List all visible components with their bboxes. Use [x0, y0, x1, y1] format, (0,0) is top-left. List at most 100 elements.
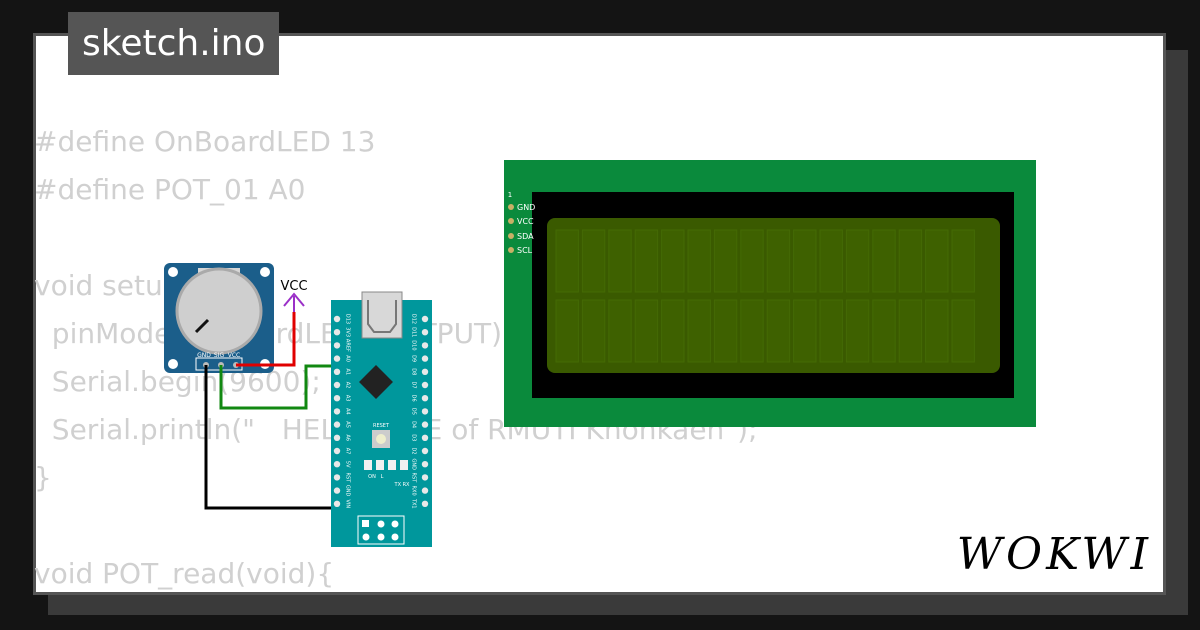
lcd-cell — [608, 299, 632, 363]
potentiometer[interactable]: GND SIG VCC — [164, 263, 274, 373]
nano-pin[interactable] — [421, 342, 429, 349]
nano-pin[interactable] — [421, 381, 429, 389]
lcd-pin-gnd[interactable] — [508, 204, 514, 210]
nano-pin-label: D2 — [411, 447, 417, 454]
nano-pin[interactable] — [421, 421, 429, 428]
nano-pin[interactable] — [421, 461, 429, 468]
nano-pin[interactable] — [333, 342, 341, 349]
lcd-cell — [898, 229, 923, 293]
nano-pin[interactable] — [421, 408, 429, 415]
nano-pin[interactable] — [333, 487, 341, 494]
lcd-cell — [713, 299, 738, 363]
mount-hole — [168, 267, 178, 277]
pin-label-gnd: GND — [197, 352, 211, 359]
code-line: } — [34, 461, 52, 494]
nano-pin[interactable] — [333, 329, 341, 336]
lcd-cell — [581, 299, 606, 363]
lcd-header-pin-label: 1 — [508, 191, 512, 199]
lcd-cell — [687, 299, 711, 363]
led-tx — [388, 460, 396, 470]
lcd-cell — [872, 229, 896, 293]
led-on — [364, 460, 372, 470]
nano-pin-label: GND — [345, 485, 351, 497]
reset-button-cap[interactable] — [376, 434, 386, 444]
nano-pin[interactable] — [333, 434, 341, 441]
nano-pin[interactable] — [421, 329, 429, 336]
icsp-pin — [377, 520, 385, 528]
mcu-chip — [359, 365, 393, 399]
vcc-label: VCC — [280, 279, 307, 294]
arduino-board — [331, 300, 432, 547]
nano-pin[interactable] — [333, 447, 341, 455]
code-line: #define POT_01 A0 — [34, 173, 306, 206]
nano-pin[interactable] — [421, 368, 429, 375]
nano-pin-label: A0 — [345, 355, 351, 362]
wire-green-signal[interactable] — [219, 364, 336, 410]
nano-pin-label: D13 — [345, 314, 351, 324]
lcd-display[interactable]: 1 GND VCC SDA SCL — [504, 160, 1036, 427]
nano-pin-label: D9 — [411, 355, 417, 362]
lcd-cell — [925, 299, 949, 363]
nano-pin[interactable] — [333, 461, 341, 468]
nano-pin-label: A3 — [345, 395, 351, 402]
pin-label-vcc: VCC — [228, 352, 240, 359]
wire-black-ground[interactable] — [204, 365, 336, 510]
lcd-pin-label-scl: SCL — [517, 246, 533, 255]
nano-pin[interactable] — [333, 474, 341, 481]
arduino-nano[interactable]: RESET ON L TX RX D133V3AREFA0A1A2A3A4A5A… — [331, 291, 432, 547]
lcd-cell — [845, 299, 870, 363]
lcd-pin-vcc[interactable] — [508, 218, 514, 224]
nano-pin[interactable] — [333, 315, 341, 323]
nano-pin[interactable] — [333, 381, 341, 389]
icsp-pin — [362, 520, 369, 527]
nano-pin[interactable] — [421, 500, 429, 507]
nano-pin-label: 5V — [345, 461, 351, 468]
nano-pin-label: D4 — [411, 421, 417, 428]
nano-pin[interactable] — [421, 315, 429, 323]
wire-red-vcc[interactable] — [236, 312, 296, 367]
nano-pin[interactable] — [333, 355, 341, 362]
reset-label: RESET — [373, 423, 390, 429]
knob-indicator — [194, 318, 210, 334]
lcd-cell — [898, 299, 923, 363]
code-line: void POT_read(void){ — [34, 557, 335, 590]
nano-pin-label: D7 — [411, 381, 417, 388]
nano-pin[interactable] — [421, 487, 429, 494]
nano-pin-label: D10 — [411, 340, 417, 350]
nano-pin[interactable] — [421, 355, 429, 362]
lcd-pin-sda[interactable] — [508, 233, 514, 239]
lcd-cell — [925, 229, 949, 293]
nano-pin-label: AREF — [345, 339, 351, 352]
nano-pin[interactable] — [333, 408, 341, 415]
nano-pin[interactable] — [421, 395, 429, 402]
lcd-pin-label-sda: SDA — [517, 232, 534, 241]
nano-pin[interactable] — [333, 368, 341, 375]
lcd-cell — [766, 229, 791, 293]
lcd-cell — [793, 229, 817, 293]
lcd-cell — [845, 229, 870, 293]
nano-pin-label: GND — [411, 458, 417, 470]
lcd-cell — [687, 229, 711, 293]
lcd-cell — [608, 229, 632, 293]
nano-pin[interactable] — [421, 447, 429, 455]
led-label-on: ON — [368, 474, 376, 480]
nano-pin-label: RST — [345, 473, 351, 484]
lcd-pin-scl[interactable] — [508, 247, 514, 253]
nano-pin[interactable] — [333, 395, 341, 402]
led-rx — [400, 460, 408, 470]
nano-pin-label: D11 — [411, 327, 417, 337]
lcd-cell — [555, 299, 579, 363]
nano-pin[interactable] — [421, 434, 429, 441]
nano-pin[interactable] — [333, 500, 341, 507]
lcd-cell — [872, 299, 896, 363]
nano-pin-label: D5 — [411, 408, 417, 415]
vcc-arrow-icon — [283, 292, 305, 312]
nano-pin[interactable] — [333, 421, 341, 428]
potentiometer-knob[interactable] — [175, 267, 263, 355]
nano-pin[interactable] — [421, 474, 429, 481]
lcd-cell — [766, 299, 791, 363]
lcd-pin-label-vcc: VCC — [517, 217, 534, 226]
icsp-pin — [377, 533, 385, 541]
